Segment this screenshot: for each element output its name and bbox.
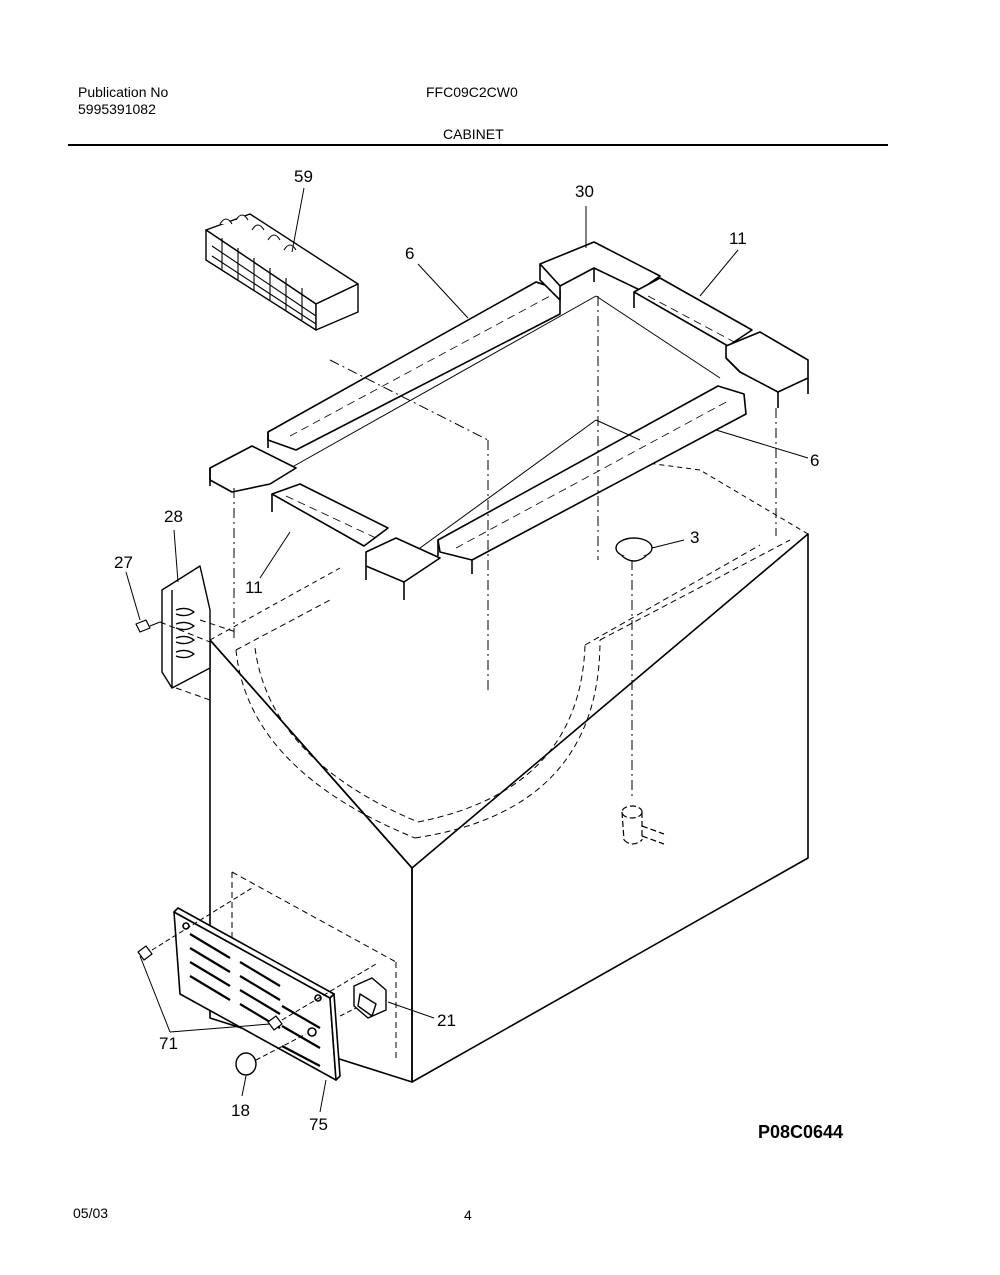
callout-27: 27 xyxy=(114,553,133,572)
assembly-lines xyxy=(233,296,777,800)
hinge-28 xyxy=(161,565,211,689)
screw-27 xyxy=(135,619,161,633)
diagram-code: P08C0644 xyxy=(758,1122,844,1142)
frame-opening xyxy=(293,295,721,549)
plug-18 xyxy=(235,1033,307,1076)
leader-lines xyxy=(125,187,809,1113)
gasket-strip-6-front xyxy=(437,385,747,574)
drain-plug-3 xyxy=(615,537,653,562)
basket-59 xyxy=(205,213,359,331)
callout-11-left: 11 xyxy=(245,578,263,597)
callout-28: 28 xyxy=(164,507,183,526)
header-rule xyxy=(68,144,888,146)
gasket-corner-front-center xyxy=(365,537,441,600)
publication-label: Publication No xyxy=(78,84,169,100)
inner-liner xyxy=(235,539,791,839)
switch-21 xyxy=(353,977,387,1019)
callout-6-right: 6 xyxy=(810,451,820,470)
callout-71: 71 xyxy=(159,1034,178,1053)
callout-18: 18 xyxy=(231,1101,250,1120)
callout-59: 59 xyxy=(294,167,313,186)
drain-tube xyxy=(621,805,665,845)
page-number: 4 xyxy=(464,1207,472,1223)
callout-21: 21 xyxy=(437,1011,456,1030)
gasket-strip-11-left xyxy=(271,483,389,547)
callout-3: 3 xyxy=(690,528,700,547)
callout-75: 75 xyxy=(309,1115,328,1134)
callout-30: 30 xyxy=(575,182,594,201)
callout-6-top: 6 xyxy=(405,244,415,263)
gasket-corner-front-right xyxy=(725,331,809,408)
section-title: CABINET xyxy=(443,126,504,142)
gasket-corner-front-left xyxy=(209,445,297,493)
grille-75 xyxy=(173,907,341,1081)
gasket-strip-6-back xyxy=(267,281,561,451)
publication-number: 5995391082 xyxy=(78,101,156,117)
screws-71 xyxy=(137,945,283,1031)
model-number: FFC09C2CW0 xyxy=(426,84,518,100)
footer-date: 05/03 xyxy=(73,1205,109,1221)
callout-11-top: 11 xyxy=(729,229,747,248)
